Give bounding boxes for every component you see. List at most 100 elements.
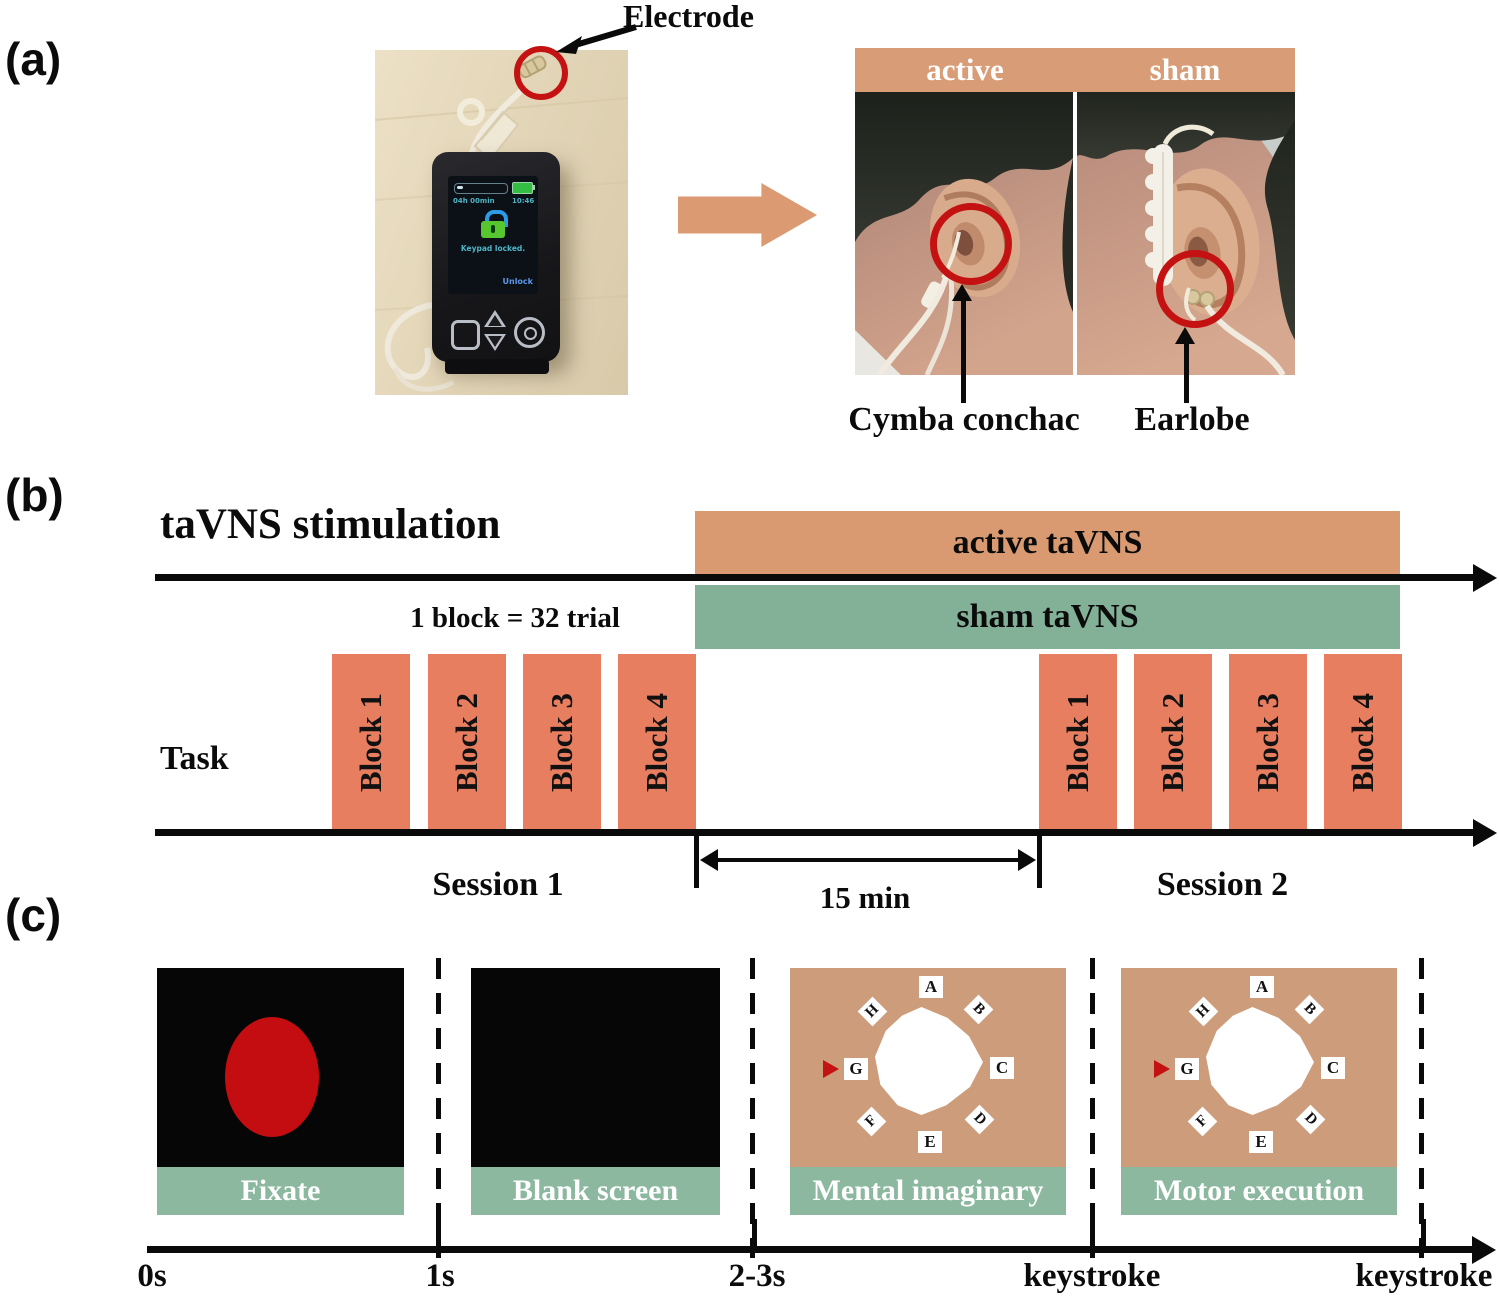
octagon-letter-tile: C — [990, 1057, 1014, 1079]
session1-block-1-label: Block 1 — [353, 692, 388, 793]
time-axis-line — [147, 1246, 1474, 1253]
session1-label: Session 1 — [432, 866, 564, 903]
session2-block-3-label: Block 3 — [1250, 692, 1285, 793]
time-label-1s: 1s — [425, 1258, 455, 1294]
octagon-letter-tile: B — [963, 994, 994, 1025]
condition-header: active sham — [855, 48, 1295, 92]
cymba-label: Cymba conchac — [848, 401, 1080, 438]
motor-execution-display: A B C D E F G H — [1121, 968, 1397, 1167]
time-tick — [1421, 1219, 1426, 1246]
earlobe-circle-marker — [1156, 250, 1234, 328]
stimulation-axis-arrowhead — [1473, 564, 1497, 592]
time-tick — [1090, 1219, 1095, 1246]
trial-divider — [750, 958, 755, 1258]
gap-arrow-line — [712, 858, 1026, 862]
octagon-letter-tile: F — [856, 1106, 887, 1137]
condition-sham-label: sham — [1149, 52, 1221, 87]
octagon-letter-tile: C — [1321, 1057, 1345, 1079]
session1-block-2-label: Block 2 — [449, 692, 484, 793]
active-tavns-bar-label: active taVNS — [952, 523, 1143, 561]
session2-label: Session 2 — [1156, 866, 1289, 903]
trial-screen-mental-imagery: A B C D E F G H Mental imaginary — [790, 968, 1066, 1215]
session1-block-4: Block 4 — [618, 654, 696, 831]
stimulator-device: 04h 00min 10:46 Keypad locked. Unlock — [432, 152, 560, 362]
octagon-letter-tile: H — [1188, 996, 1219, 1027]
cymba-arrow-line — [961, 299, 966, 403]
session1-block-3: Block 3 — [523, 654, 601, 831]
session2-block-1-label: Block 1 — [1060, 692, 1095, 793]
session2-block-2: Block 2 — [1134, 654, 1212, 831]
electrode-pointer-arrow — [556, 24, 637, 54]
time-label-0s: 0s — [137, 1258, 167, 1294]
task-axis-arrowhead — [1473, 819, 1497, 847]
condition-active-label: active — [926, 52, 1004, 87]
gap-tick-right — [1037, 836, 1042, 888]
session1-block-2: Block 2 — [428, 654, 506, 831]
time-tick — [752, 1219, 757, 1246]
device-power-button — [514, 317, 545, 348]
octagon-letter-tile: A — [919, 976, 943, 998]
cymba-arrow-head — [952, 284, 972, 301]
fixate-display — [157, 968, 404, 1167]
trial-screen-fixate: Fixate — [157, 968, 404, 1215]
time-label-2-3s: 2-3s — [728, 1258, 786, 1294]
octagon-letter-tile: B — [1294, 994, 1325, 1025]
blank-display — [471, 968, 720, 1167]
gap-arrow-left-head — [700, 849, 718, 871]
octagon-letter-tile: D — [964, 1104, 995, 1135]
panel-a-label: (a) — [5, 33, 62, 85]
session2-block-2-label: Block 2 — [1155, 692, 1190, 793]
gap-arrow-right-head — [1018, 849, 1036, 871]
time-label-keystroke-2: keystroke — [1355, 1258, 1493, 1294]
trial-divider — [1090, 958, 1095, 1258]
device-screen: 04h 00min 10:46 Keypad locked. Unlock — [448, 176, 538, 294]
octagon-letter-tile: D — [1295, 1104, 1326, 1135]
trial-divider — [436, 958, 441, 1258]
mental-imagery-caption: Mental imaginary — [790, 1167, 1066, 1215]
lock-icon — [448, 176, 538, 294]
panel-c-label: (c) — [5, 889, 62, 941]
fixate-caption: Fixate — [157, 1167, 404, 1215]
target-cursor-icon — [1154, 1060, 1170, 1078]
octagon-letter-tile: A — [1250, 976, 1274, 998]
task-axis-line — [155, 829, 1475, 836]
mental-imagery-display: A B C D E F G H — [790, 968, 1066, 1167]
session1-block-4-label: Block 4 — [639, 692, 674, 793]
session2-block-4-label: Block 4 — [1345, 692, 1380, 793]
fixation-dot — [225, 1017, 319, 1137]
time-label-keystroke-1: keystroke — [1023, 1258, 1161, 1294]
time-axis-arrowhead — [1472, 1236, 1496, 1264]
earlobe-arrow-line — [1184, 342, 1189, 403]
device-ok-button — [451, 320, 480, 350]
gap-label: 15 min — [819, 880, 911, 915]
sham-tavns-bar-label: sham taVNS — [956, 598, 1139, 635]
cymba-circle-marker — [930, 203, 1012, 285]
flow-arrow — [678, 183, 817, 247]
trial-screen-motor-execution: A B C D E F G H Motor execution — [1121, 968, 1397, 1215]
octagon-shape — [1206, 1007, 1314, 1115]
block-note: 1 block = 32 trial — [410, 602, 620, 634]
sham-tavns-bar: sham taVNS — [695, 585, 1400, 649]
battery-icon — [512, 182, 535, 194]
device-duration-text: 04h 00min — [453, 197, 495, 205]
octagon-letter-tile: G — [844, 1058, 868, 1080]
panel-b-label: (b) — [5, 469, 64, 521]
octagon-letter-tile: H — [857, 996, 888, 1027]
session1-block-3-label: Block 3 — [544, 692, 579, 793]
session1-block-1: Block 1 — [332, 654, 410, 831]
stimulation-axis-line — [155, 574, 1475, 581]
blank-caption: Blank screen — [471, 1167, 720, 1215]
device-clip — [445, 359, 549, 374]
earlobe-arrow-head — [1175, 327, 1195, 344]
device-status-text: Keypad locked. — [460, 244, 526, 253]
active-tavns-bar: active taVNS — [695, 511, 1400, 574]
trial-screen-blank: Blank screen — [471, 968, 720, 1215]
session2-block-4: Block 4 — [1324, 654, 1402, 831]
octagon-shape — [875, 1007, 983, 1115]
octagon-letter-tile: F — [1187, 1106, 1218, 1137]
octagon-letter-tile: G — [1175, 1058, 1199, 1080]
task-label: Task — [160, 740, 229, 777]
session2-block-3: Block 3 — [1229, 654, 1307, 831]
motor-execution-caption: Motor execution — [1121, 1167, 1397, 1215]
gap-tick-left — [694, 836, 699, 888]
